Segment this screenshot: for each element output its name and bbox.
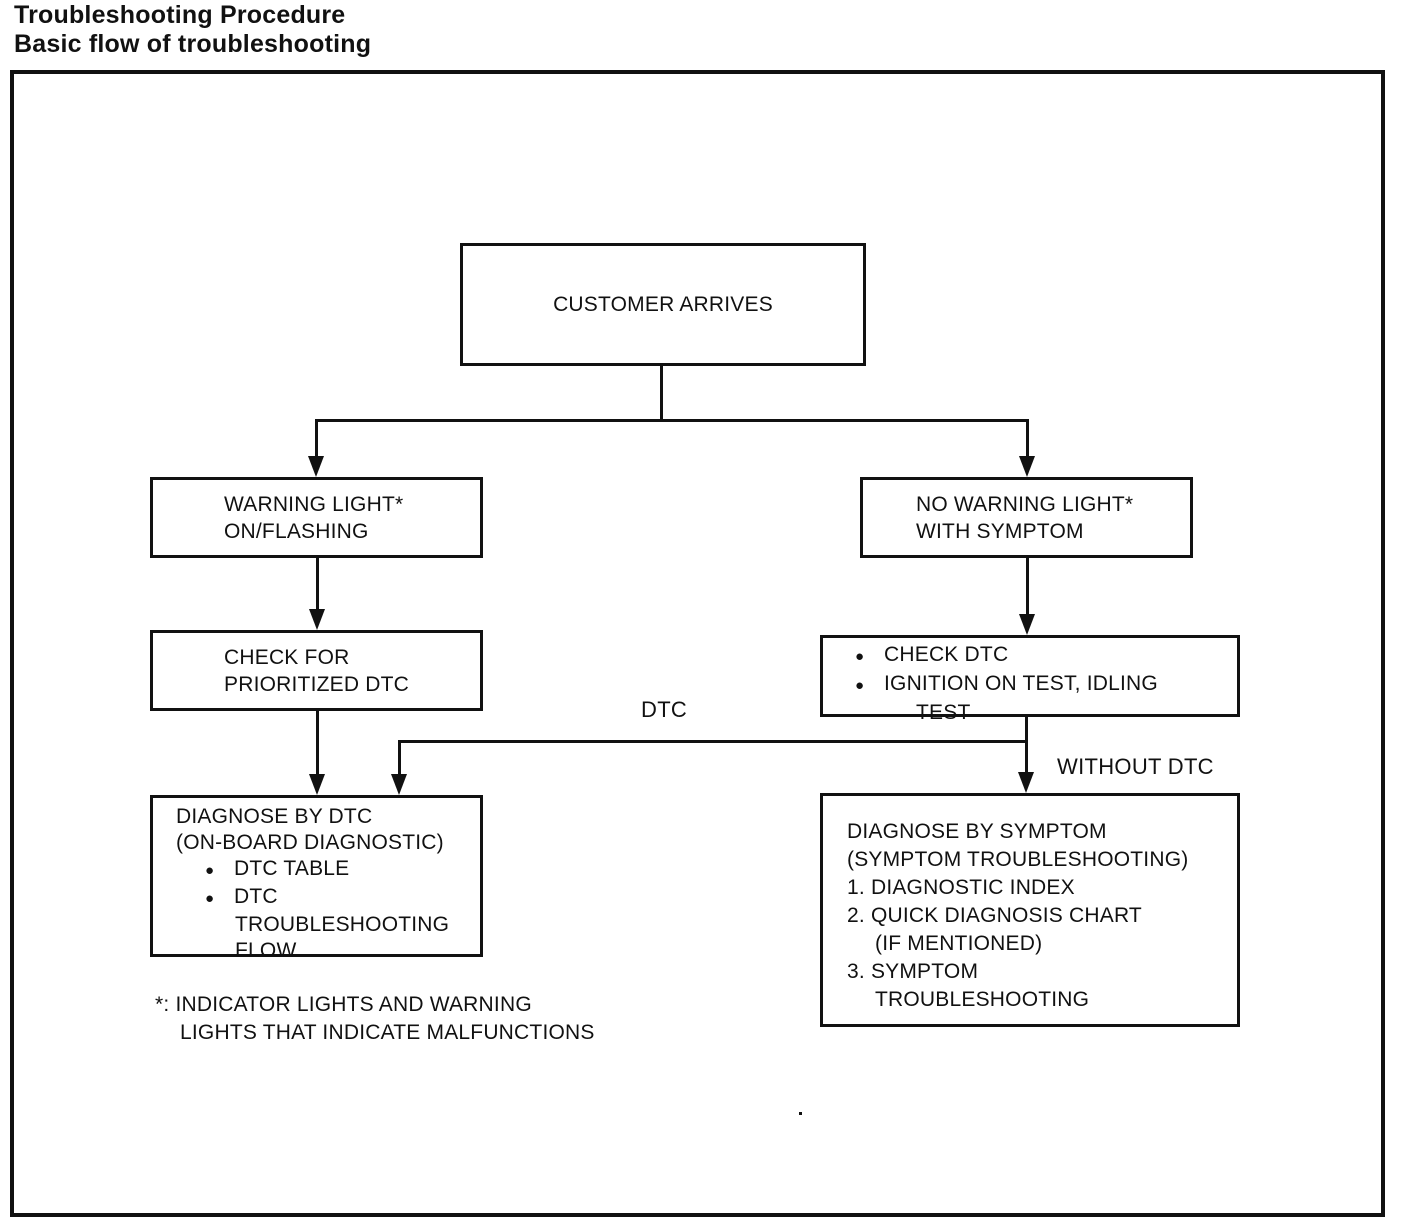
node-customer-arrives: CUSTOMER ARRIVES [460, 243, 866, 366]
arrowhead-to-check-prioritized [309, 609, 325, 630]
edge-label-dtc: DTC [641, 697, 688, 723]
node-line: DTC TABLE [234, 857, 350, 880]
bullet-row: ● DTC [205, 884, 480, 912]
node-line: 3. SYMPTOM [847, 960, 979, 983]
page-subtitle: Basic flow of troubleshooting [14, 30, 372, 58]
node-line: CHECK FOR [224, 645, 350, 669]
arrowhead-to-warning-light [308, 456, 324, 477]
edge-label-without-dtc: WITHOUT DTC [1057, 754, 1214, 780]
arrowhead-to-no-warning-light [1019, 456, 1035, 477]
footnote: *: INDICATOR LIGHTS AND WARNING LIGHTS T… [155, 991, 595, 1047]
node-line: (IF MENTIONED) [875, 932, 1043, 955]
scan-speck [799, 1112, 802, 1115]
arrowhead-dtc-to-diagnose-dtc [391, 774, 407, 795]
node-text-block: NO WARNING LIGHT* WITH SYMPTOM [916, 491, 1133, 545]
node-line: DIAGNOSE BY DTC [176, 805, 373, 828]
node-line: ON/FLASHING [224, 519, 369, 543]
edge-check-to-diagnose-dtc [316, 711, 319, 777]
node-line: 1. DIAGNOSTIC INDEX [847, 876, 1075, 899]
arrowhead-to-diagnose-symptom [1018, 772, 1034, 793]
node-line: TROUBLESHOOTING [875, 988, 1090, 1011]
edge-warning-to-check [316, 557, 319, 612]
bullet-row: ● IGNITION ON TEST, IDLING [855, 670, 1237, 699]
edge-branch-left-vertical [315, 419, 318, 459]
node-line: WITH SYMPTOM [916, 519, 1084, 543]
bullet-icon: ● [855, 648, 865, 665]
node-line: WARNING LIGHT* [224, 492, 404, 516]
footnote-line: LIGHTS THAT INDICATE MALFUNCTIONS [180, 1021, 595, 1044]
arrowhead-to-diagnose-dtc [309, 774, 325, 795]
node-line: FLOW [235, 939, 297, 962]
node-diagnose-by-symptom: DIAGNOSE BY SYMPTOM (SYMPTOM TROUBLESHOO… [820, 793, 1240, 1027]
node-line: 2. QUICK DIAGNOSIS CHART [847, 904, 1142, 927]
bullet-icon: ● [205, 862, 215, 879]
edge-no-warning-to-check-dtc [1026, 557, 1029, 617]
node-label: CUSTOMER ARRIVES [553, 293, 773, 316]
edge-branch-right-vertical [1026, 419, 1029, 459]
node-text-block: CHECK FOR PRIORITIZED DTC [224, 644, 409, 698]
node-line: (SYMPTOM TROUBLESHOOTING) [847, 848, 1189, 871]
bullet-row: ● DTC TABLE [205, 856, 480, 884]
node-line: NO WARNING LIGHT* [916, 492, 1134, 516]
footnote-line: *: INDICATOR LIGHTS AND WARNING [155, 993, 532, 1016]
node-no-warning-light: NO WARNING LIGHT* WITH SYMPTOM [860, 477, 1193, 558]
bullet-row: ● CHECK DTC [855, 641, 1237, 670]
node-warning-light: WARNING LIGHT* ON/FLASHING [150, 477, 483, 558]
node-line: CHECK DTC [884, 643, 1009, 666]
node-diagnose-by-dtc: DIAGNOSE BY DTC (ON-BOARD DIAGNOSTIC) ● … [150, 795, 483, 962]
edge-dtc-horizontal [398, 740, 1028, 743]
bullet-icon: ● [855, 677, 865, 694]
edge-branch-horizontal [315, 419, 1029, 422]
page-title: Troubleshooting Procedure [14, 1, 346, 29]
arrowhead-to-check-dtc [1019, 614, 1035, 635]
node-check-dtc: ● CHECK DTC ● IGNITION ON TEST, IDLING T… [820, 635, 1240, 724]
node-line: TROUBLESHOOTING [235, 913, 450, 936]
node-line: IGNITION ON TEST, IDLING [884, 672, 1158, 695]
node-line: PRIORITIZED DTC [224, 672, 409, 696]
bullet-icon: ● [205, 890, 215, 907]
edge-dtc-left-vertical [398, 740, 401, 777]
node-check-prioritized-dtc: CHECK FOR PRIORITIZED DTC [150, 630, 483, 711]
node-line: DTC [234, 885, 278, 908]
edge-check-dtc-down [1025, 717, 1028, 775]
node-line: DIAGNOSE BY SYMPTOM [847, 820, 1107, 843]
node-text-block: WARNING LIGHT* ON/FLASHING [224, 491, 403, 545]
node-line: TEST [916, 701, 971, 724]
edge-customer-down [660, 366, 663, 421]
node-line: (ON-BOARD DIAGNOSTIC) [176, 831, 444, 854]
